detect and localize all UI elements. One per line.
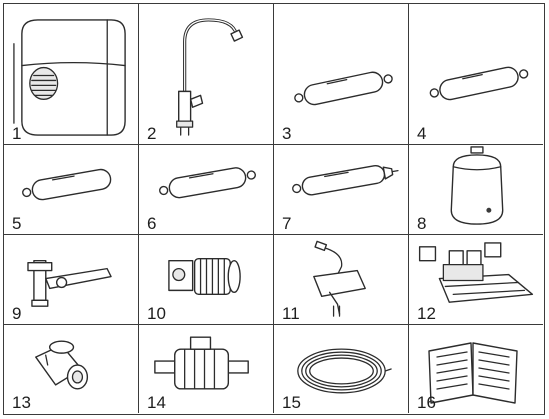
part-cell-16: 16 <box>409 325 543 413</box>
part-number: 8 <box>417 214 427 233</box>
part-cell-1: 1 <box>4 4 139 145</box>
part-cell-7: 7 <box>274 145 409 235</box>
part-cell-12: 12 <box>409 235 543 325</box>
part-number: 13 <box>12 393 31 412</box>
part-cell-15: 15 <box>274 325 409 413</box>
part-cell-14: 14 <box>139 325 274 413</box>
part-cell-2: 2 <box>139 4 274 145</box>
part-cell-8: 8 <box>409 145 543 235</box>
part-cell-6: 6 <box>139 145 274 235</box>
part-cell-3: 3 <box>274 4 409 145</box>
part-number: 12 <box>417 304 436 323</box>
part-number: 14 <box>147 393 166 412</box>
part-number: 4 <box>417 124 427 143</box>
pipe-fitting-icon <box>35 340 89 390</box>
part-number: 5 <box>12 214 22 233</box>
part-number: 16 <box>417 393 436 412</box>
faucet-icon <box>176 18 244 136</box>
part-cell-5: 5 <box>4 145 139 235</box>
water-purifier-unit-icon <box>13 19 126 136</box>
part-cell-13: 13 <box>4 325 139 413</box>
parts-grid: 1 2 <box>3 3 545 415</box>
part-cell-11: 11 <box>274 235 409 325</box>
part-number: 15 <box>282 393 301 412</box>
part-number: 6 <box>147 214 157 233</box>
filter-cartridge-icon <box>292 164 399 196</box>
tee-connector-icon <box>154 336 249 390</box>
part-number: 9 <box>12 304 22 323</box>
filter-cartridge-icon <box>159 167 256 199</box>
part-number: 2 <box>147 124 157 143</box>
part-cell-9: 9 <box>4 235 139 325</box>
tubing-coil-icon <box>297 348 392 394</box>
booster-pump-icon <box>168 258 241 296</box>
ball-valve-icon <box>27 260 112 307</box>
valve-assembly-icon <box>418 242 534 303</box>
filter-cartridge-icon <box>294 71 393 106</box>
manual-book-icon <box>428 342 518 404</box>
part-number: 7 <box>282 214 292 233</box>
part-number: 10 <box>147 304 166 323</box>
filter-cartridge-icon <box>22 168 112 201</box>
part-cell-10: 10 <box>139 235 274 325</box>
power-adapter-icon <box>313 240 366 317</box>
part-number: 11 <box>282 304 300 323</box>
pressure-tank-icon <box>450 146 504 225</box>
filter-cartridge-icon <box>429 66 529 101</box>
part-cell-4: 4 <box>409 4 543 145</box>
part-number: 1 <box>12 124 22 143</box>
part-number: 3 <box>282 124 292 143</box>
